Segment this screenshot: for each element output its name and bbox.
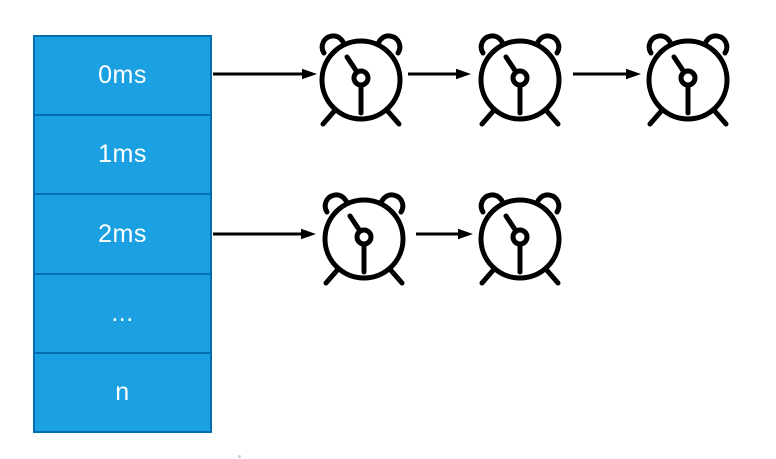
arrow-connector: [213, 228, 316, 240]
bucket-label: 2ms: [98, 219, 147, 248]
bucket-label: 0ms: [98, 61, 147, 90]
arrow-connector: [416, 228, 473, 240]
alarm-clock-icon: [646, 33, 730, 127]
bucket-label: ...: [111, 298, 134, 327]
bucket-label: 1ms: [98, 140, 147, 169]
arrow-connector: [408, 68, 471, 80]
arrow-head: [302, 68, 317, 80]
clock-pivot: [354, 227, 374, 247]
arrow-head: [458, 228, 473, 240]
clock-pivot: [510, 227, 530, 247]
arrow-connector: [573, 68, 641, 80]
alarm-clock-icon: [319, 33, 403, 127]
arrow-head: [626, 68, 641, 80]
arrow-head: [456, 68, 471, 80]
alarm-clock-icon: [478, 33, 562, 127]
clock-pivot: [678, 68, 698, 88]
alarm-clock-icon: [478, 192, 562, 286]
bucket-cell-0ms: 0ms: [35, 37, 210, 114]
arrow-connector: [213, 68, 317, 80]
time-bucket-stack: 0ms 1ms 2ms ... n: [33, 35, 212, 433]
bucket-label: n: [115, 377, 130, 406]
bucket-cell-n: n: [35, 351, 210, 431]
bucket-cell-ellipsis: ...: [35, 272, 210, 352]
clock-pivot: [510, 68, 530, 88]
arrow-head: [301, 228, 316, 240]
stray-mark: [238, 455, 241, 458]
alarm-clock-icon: [322, 192, 406, 286]
bucket-cell-2ms: 2ms: [35, 193, 210, 272]
bucket-cell-1ms: 1ms: [35, 114, 210, 193]
clock-pivot: [351, 68, 371, 88]
